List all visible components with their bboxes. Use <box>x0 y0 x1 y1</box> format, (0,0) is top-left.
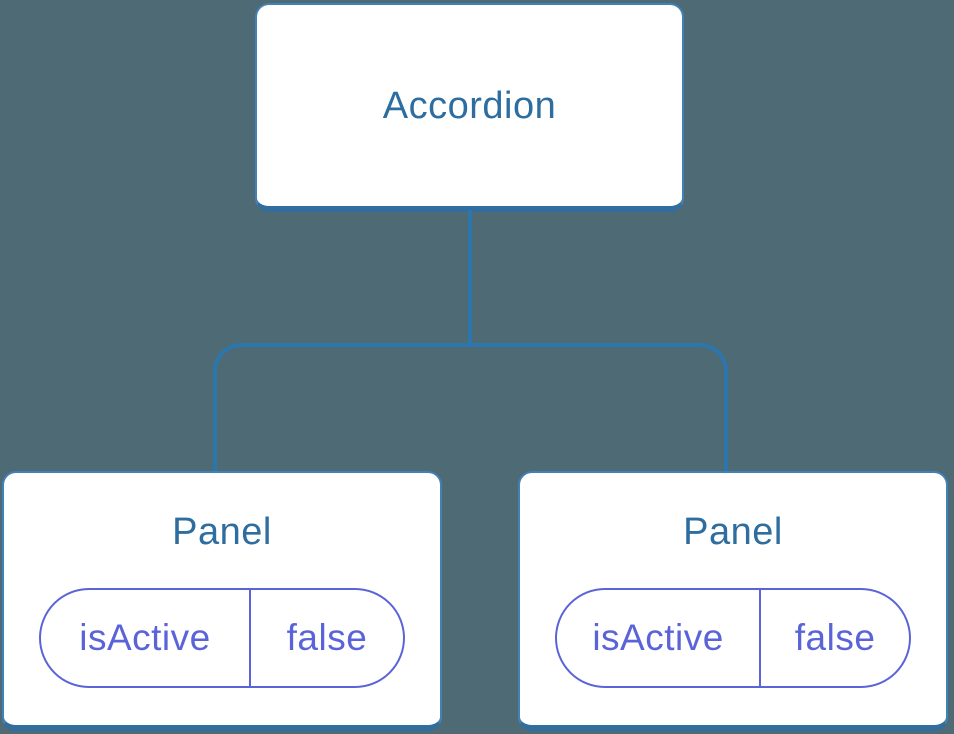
panel-node-right: Panel isActive false <box>518 471 948 731</box>
accordion-node-label: Accordion <box>382 84 557 127</box>
state-pill: isActive false <box>39 588 405 688</box>
accordion-node: Accordion <box>255 3 684 212</box>
connector-bracket-line <box>213 343 728 471</box>
panel-node-left: Panel isActive false <box>2 471 442 731</box>
state-value: false <box>794 617 876 658</box>
panel-node-label: Panel <box>172 511 272 553</box>
state-value: false <box>286 617 368 658</box>
state-pill: isActive false <box>555 588 911 688</box>
state-key: isActive <box>557 590 762 686</box>
connector-stem-line <box>468 210 472 345</box>
panel-node-label: Panel <box>683 511 783 553</box>
state-key: isActive <box>41 590 251 686</box>
